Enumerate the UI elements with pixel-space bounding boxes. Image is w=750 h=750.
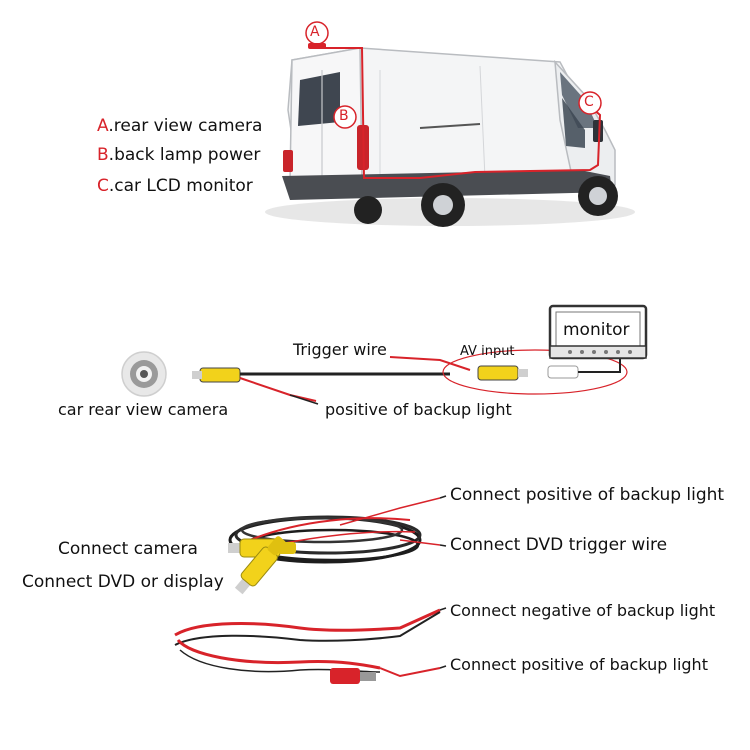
connect-camera-label: Connect camera bbox=[58, 539, 198, 559]
legend-text: .rear view camera bbox=[108, 116, 263, 136]
camera-rca-connector bbox=[199, 367, 241, 383]
trigger-wire-label: Trigger wire bbox=[293, 340, 387, 359]
legend-item-a: A.rear view camera bbox=[97, 118, 262, 135]
wiring-diagram bbox=[121, 304, 648, 405]
legend-letter: B bbox=[97, 145, 109, 165]
connect-negative-label: Connect negative of backup light bbox=[450, 601, 716, 620]
av-rca-connector bbox=[477, 365, 519, 381]
van-wire-path bbox=[318, 47, 602, 179]
rca-connector-display bbox=[234, 536, 286, 595]
marker-c-circle bbox=[578, 91, 602, 115]
connect-trigger-label: Connect DVD trigger wire bbox=[450, 535, 668, 555]
positive-backup-label: positive of backup light bbox=[325, 400, 512, 419]
camera-label: car rear view camera bbox=[58, 400, 229, 419]
legend-item-b: B.back lamp power bbox=[97, 147, 260, 164]
connect-positive-top-label: Connect positive of backup light bbox=[450, 485, 725, 505]
legend-item-c: C.car LCD monitor bbox=[97, 178, 253, 195]
cable-photo bbox=[174, 495, 447, 684]
marker-c-label: C bbox=[584, 94, 594, 110]
legend-letter: A bbox=[97, 116, 109, 136]
van-illustration bbox=[265, 21, 635, 227]
monitor-connector bbox=[547, 365, 579, 379]
monitor-label: monitor bbox=[563, 320, 630, 340]
legend-text: .car LCD monitor bbox=[108, 176, 253, 196]
marker-b-circle bbox=[333, 105, 357, 129]
av-input-label: AV input bbox=[460, 344, 515, 359]
connect-display-label: Connect DVD or display bbox=[22, 572, 224, 592]
legend-text: .back lamp power bbox=[108, 145, 261, 165]
marker-a-label: A bbox=[310, 24, 320, 40]
marker-b-label: B bbox=[339, 108, 349, 124]
connect-positive-bottom-label: Connect positive of backup light bbox=[450, 655, 708, 674]
legend-letter: C bbox=[97, 176, 109, 196]
